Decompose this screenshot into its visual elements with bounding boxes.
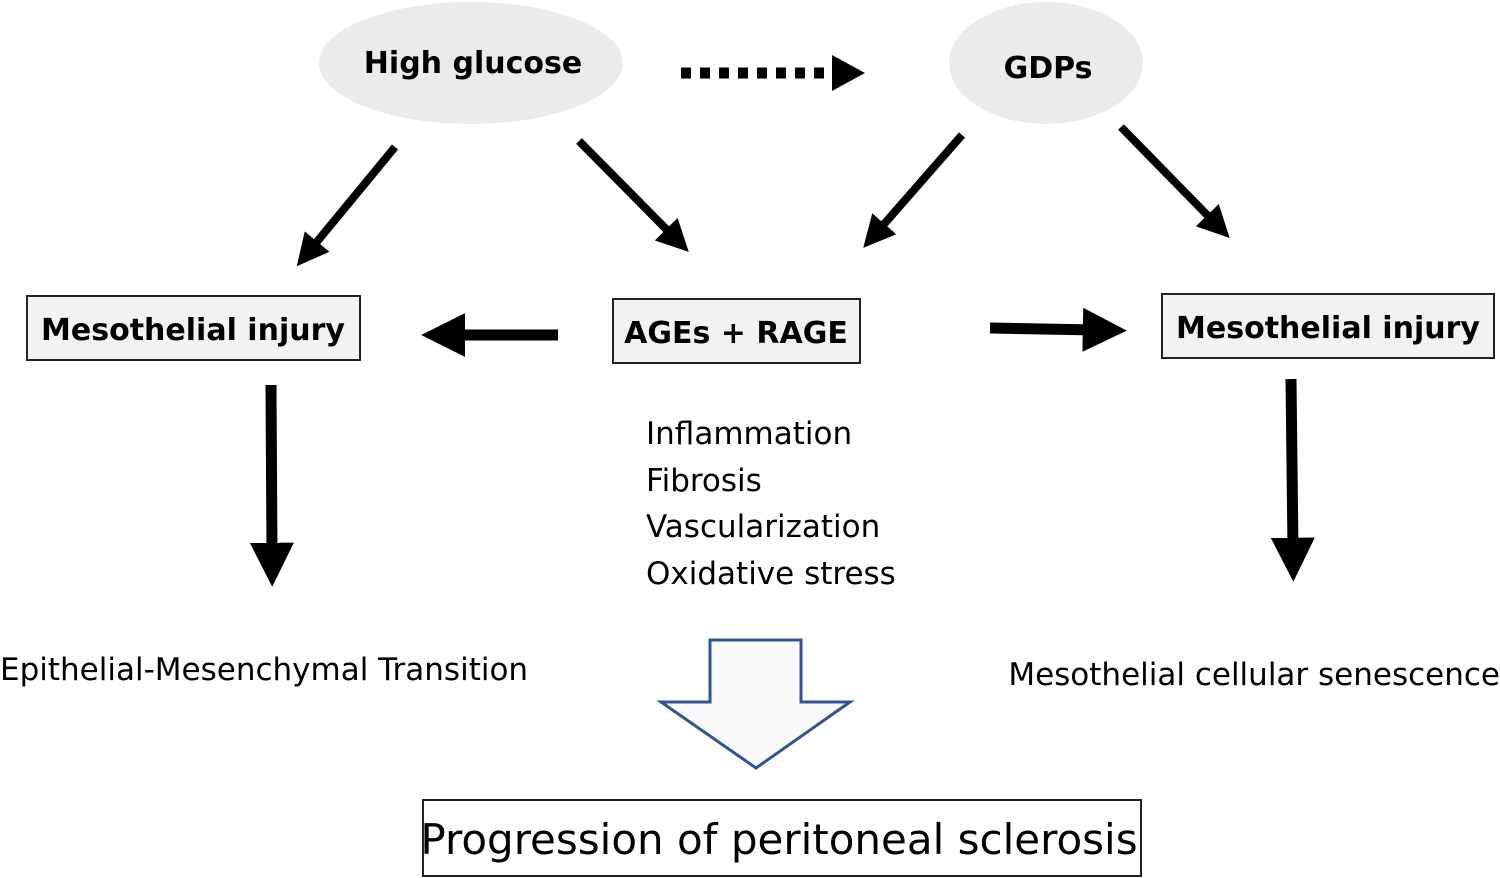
ages-rage-box: AGEs + RAGE (612, 298, 861, 364)
mesothelial-injury-right-label: Mesothelial injury (1176, 311, 1480, 346)
senescence-label: Mesothelial cellular senescence (1008, 657, 1500, 693)
ages-rage-label: AGEs + RAGE (624, 316, 848, 351)
dotted-arrow-glucose-to-gdps (681, 55, 865, 91)
gdps-node: GDPs (949, 2, 1143, 124)
progression-box: Progression of peritoneal sclerosis (420, 799, 1142, 877)
mesothelial-injury-left-label: Mesothelial injury (41, 313, 345, 348)
arrow-gdps-to-ages (863, 132, 966, 248)
progression-label: Progression of peritoneal sclerosis (420, 815, 1137, 864)
block-arrow-to-progression (656, 638, 855, 770)
arrow-injury-left-to-emt (249, 384, 294, 587)
emt-label: Epithelial-Mesenchymal Transition (0, 652, 528, 688)
high-glucose-node: High glucose (319, 2, 623, 124)
gdps-label: GDPs (1004, 51, 1093, 86)
arrow-glucose-to-injury-left (296, 144, 399, 267)
effect-item: Oxidative stress (646, 556, 896, 592)
arrow-gdps-to-injury-right (1118, 124, 1230, 239)
effect-item: Inflammation (646, 416, 852, 452)
high-glucose-label: High glucose (364, 46, 582, 81)
effect-item: Vascularization (646, 509, 880, 545)
effect-item: Fibrosis (646, 463, 762, 499)
arrow-glucose-to-ages (576, 138, 689, 252)
arrow-injury-right-to-senescence (1270, 378, 1315, 582)
mesothelial-injury-right-box: Mesothelial injury (1161, 293, 1495, 359)
arrow-ages-to-injury-right (989, 307, 1127, 352)
effects-list: Inflammation Fibrosis Vascularization Ox… (646, 416, 896, 592)
mesothelial-injury-left-box: Mesothelial injury (26, 295, 361, 361)
